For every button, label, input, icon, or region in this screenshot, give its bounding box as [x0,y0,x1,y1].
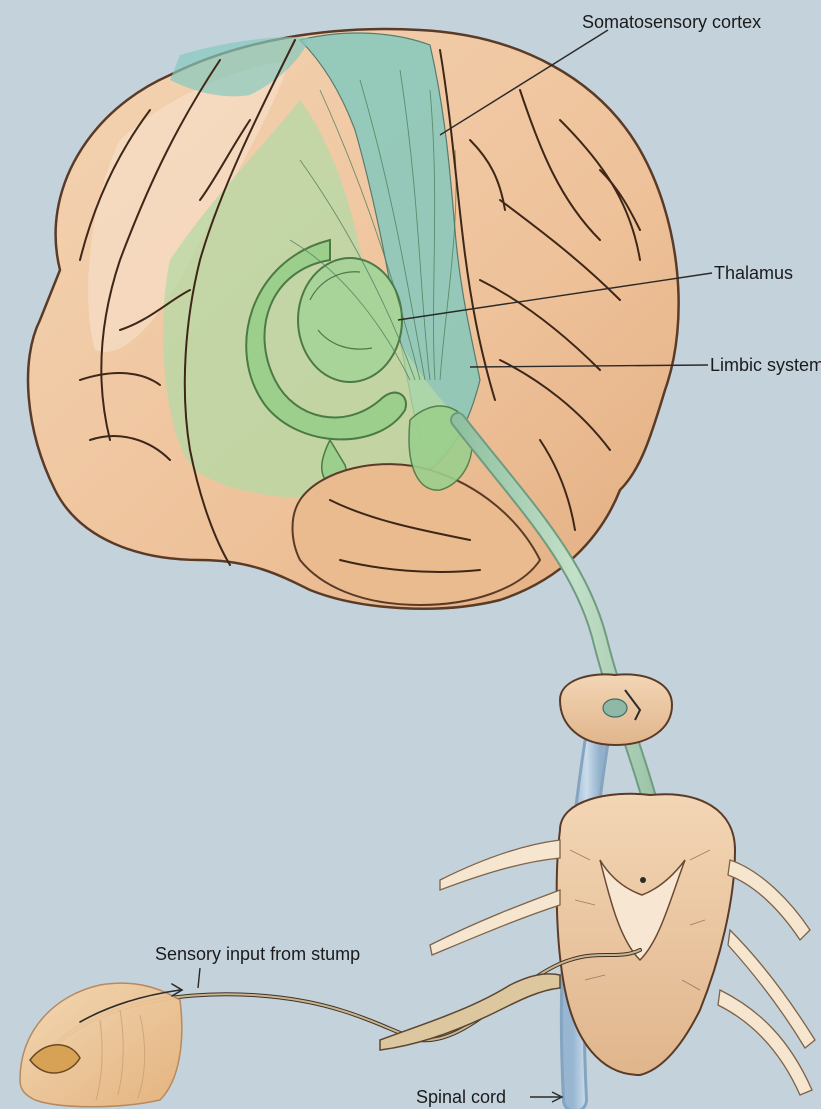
label-limbic-system: Limbic system [710,355,821,375]
label-spinal-cord: Spinal cord [416,1087,506,1107]
spinal-cord-section [557,794,735,1075]
amputation-stump [20,983,182,1107]
label-thalamus: Thalamus [714,263,793,283]
label-sensory-input: Sensory input from stump [155,944,360,964]
upper-cord-section [560,674,672,745]
thalamus-structure [298,258,402,382]
brain [28,29,679,609]
label-somatosensory-cortex: Somatosensory cortex [582,12,761,32]
leader-sensory-input [198,968,200,988]
